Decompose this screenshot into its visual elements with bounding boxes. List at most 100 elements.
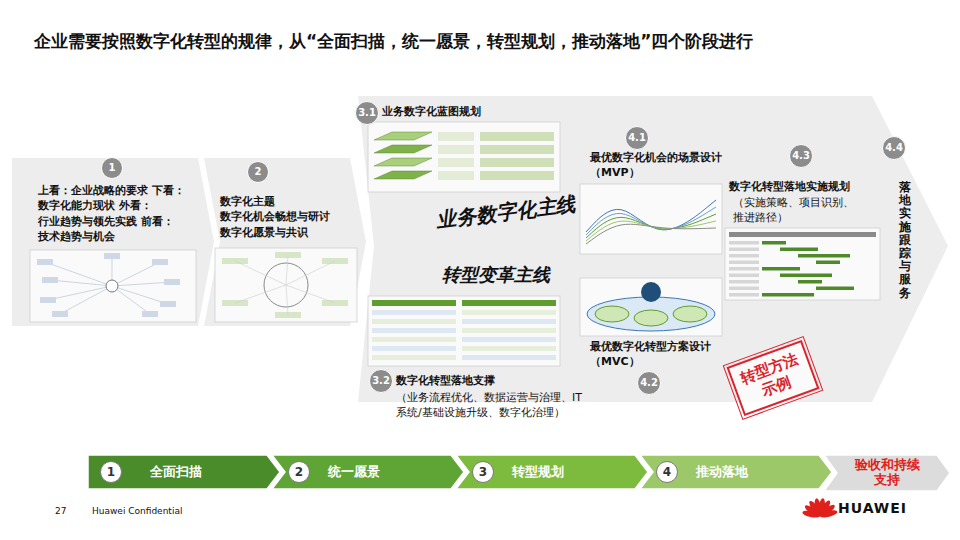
thumbnail-bar [480, 158, 554, 167]
confidential-note: Huawei Confidential [92, 505, 182, 518]
callout-text: 4.4 [885, 143, 903, 153]
thumbnail-bar [42, 277, 58, 283]
stage-chevron: 全面扫描 1 [88, 455, 280, 489]
callout-text: 3 [479, 466, 487, 478]
logo-petal [819, 509, 838, 519]
thumbnail-layer [374, 145, 432, 153]
thumbnail-bar [762, 293, 814, 297]
thumbnail-frame [368, 296, 560, 366]
thumbnail-line [112, 282, 172, 286]
thumbnail-bar [480, 171, 554, 180]
vision-items: 数字化主题 数字化机会畅想与研讨 数字化愿景与共识 [220, 194, 360, 240]
thumbnail-bar [462, 328, 556, 333]
thumbnail-bar [762, 267, 800, 271]
callout-number: 4 [656, 461, 678, 483]
callout-number: 4.3 [789, 144, 813, 168]
thumbnail-frame [368, 122, 560, 192]
thumbnail-frame [725, 228, 880, 300]
thumbnail-bar [816, 261, 840, 265]
thumbnail-line [112, 286, 168, 304]
callout-number: 1 [100, 461, 122, 483]
thumbnail-bar [462, 310, 556, 315]
thumbnail-bar [729, 248, 759, 252]
thumbnail-ellipse [587, 297, 715, 331]
callout-text: 3.2 [372, 376, 390, 386]
callout-text: 1 [107, 466, 115, 478]
thumbnail-line [286, 255, 288, 285]
stage-chevron: 统一愿景 2 [272, 455, 464, 489]
thumbnail-frame [30, 250, 196, 322]
callout-number: 2 [288, 461, 310, 483]
stage-name: 统一愿景 [328, 465, 380, 480]
thumbnail-bar [462, 300, 556, 306]
stage-name: 全面扫描 [150, 465, 202, 480]
thumbnail-line [112, 286, 150, 314]
thumbnail-bar [780, 248, 818, 252]
callout-text: 2 [255, 167, 262, 177]
thumbnail-bar [462, 337, 556, 342]
chevron-fill [640, 455, 832, 489]
stage-arrow [204, 158, 366, 326]
step-title: 数字化转型落地支撑 [396, 373, 495, 388]
thumbnail-bar [729, 293, 759, 297]
thumbnail-bar [164, 279, 180, 285]
thumbnail-bar [372, 300, 456, 306]
thumbnail-line [286, 285, 288, 315]
thumbnail-bar [729, 280, 759, 284]
thumbnail-bar [462, 319, 556, 324]
stage-name: 推动落地 [696, 465, 748, 480]
step-note: （实施策略、项目识别、推进路径） [733, 195, 863, 226]
thumbnail-line [286, 285, 335, 303]
callout-text: 4 [663, 466, 671, 478]
callout-number: 2 [247, 161, 269, 183]
thumbnail-bar [372, 319, 456, 324]
page-number: 27 [55, 505, 66, 518]
stage-name: 验收和持续支持 [851, 458, 923, 488]
logo-text: HUAWEI [838, 499, 907, 519]
callout-number: 3.2 [369, 369, 393, 393]
thumbnail-bar [480, 132, 554, 141]
thumbnail-hub [106, 280, 118, 292]
thumbnail-bar [37, 259, 53, 265]
thumbnail-dot [641, 282, 661, 302]
step-title: 最优数字化机会的场景设计 （MVP） [590, 150, 738, 181]
callout-number: 4.2 [637, 371, 661, 395]
stage-name: 转型规划 [512, 465, 564, 480]
callout-text: 4.1 [628, 133, 646, 143]
callout-number: 4.4 [882, 136, 906, 160]
chevron-fill [456, 455, 648, 489]
thumbnail-bar [52, 311, 68, 317]
thumbnail-bar [372, 355, 456, 360]
thumbnail-bar [104, 253, 120, 259]
thumbnail-bar [729, 254, 759, 258]
thumbnail-line [286, 261, 335, 285]
huawei-logo [802, 498, 838, 519]
callout-number: 1 [101, 157, 123, 179]
chevron-fill [272, 455, 464, 489]
thumbnail-bar [462, 346, 556, 351]
thumbnail-bar [160, 301, 176, 307]
step-note: （业务流程优化、数据运营与治理、IT系统/基础设施升级、数字化治理） [396, 390, 586, 421]
thumbnail-frame [580, 184, 722, 254]
slide-title: 企业需要按照数字化转型的规律，从“全面扫描，统一愿景，转型规划，推动落地”四个阶… [34, 30, 753, 53]
thumbnail-bar [372, 310, 456, 315]
stage-arrow [358, 96, 948, 402]
vertical-step: 落地实施跟踪与服务 [899, 181, 911, 300]
chevron-fill [824, 455, 950, 491]
stage-chevron: 转型规划 3 [456, 455, 648, 489]
thumbnail-line [112, 262, 160, 286]
thumbnail-bar [372, 346, 456, 351]
thumbnail-bar [372, 337, 456, 342]
step-title: 业务数字化蓝图规划 [382, 104, 481, 119]
thumbnail-frame [580, 278, 722, 336]
callout-number: 3 [472, 461, 494, 483]
thumbnail-bar [798, 254, 850, 258]
thumbnail-bar [816, 287, 854, 291]
callout-text: 4.3 [792, 151, 810, 161]
thumbnail-bar [729, 287, 759, 291]
thumbnail-bar [438, 158, 474, 167]
callout-number: 4.1 [625, 126, 649, 150]
step-title: 数字化转型落地实施规划 [729, 179, 850, 194]
callout-text: 2 [295, 466, 303, 478]
